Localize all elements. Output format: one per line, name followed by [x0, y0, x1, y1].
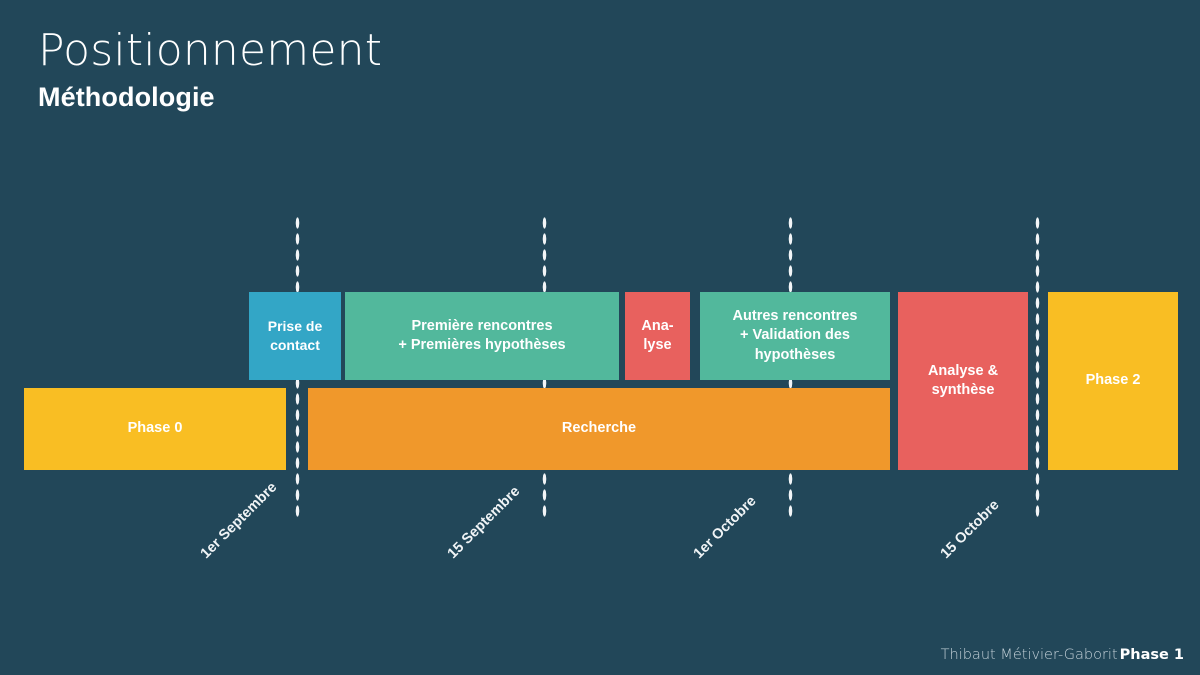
bar-label: Autres rencontres+ Validation des hypoth…: [732, 307, 858, 363]
bar-label: Première rencontres+ Premières hypothèse…: [398, 317, 566, 353]
bar-analyse-synth-se[interactable]: Analyse & synthèse: [898, 292, 1028, 470]
bar-phase-0[interactable]: Phase 0: [24, 388, 286, 470]
bar-label: Prise de contact: [267, 318, 323, 353]
bar-label: Recherche: [561, 420, 637, 437]
footer-phase: Phase 1: [1119, 647, 1184, 663]
page-subtitle: Méthodologie: [38, 82, 215, 113]
bar-label: Phase 0: [127, 420, 183, 437]
bar-prise-de-contact[interactable]: Prise de contact: [249, 292, 341, 380]
bar-label: Phase 2: [1085, 372, 1141, 389]
footer-author: Thibaut Métivier-Gaborit: [940, 647, 1118, 663]
bar-label: Analyse & synthèse: [927, 362, 999, 398]
bar-premi-re-rencontres-premi-res-hypoth[interactable]: Première rencontres+ Premières hypothèse…: [345, 292, 619, 380]
bar-ana-lyse[interactable]: Ana-lyse: [625, 292, 690, 380]
bar-label: Ana-lyse: [641, 317, 674, 353]
bar-recherche[interactable]: Recherche: [308, 388, 890, 470]
bar-phase-2[interactable]: Phase 2: [1048, 292, 1178, 470]
date-label-15-septembre: 15 Septembre: [444, 483, 524, 562]
slide-header: Positionnement Méthodologie: [38, 26, 382, 114]
date-label-1er-septembre: 1er Septembre: [197, 479, 281, 562]
bar-autres-rencontres-validation-des-hyp[interactable]: Autres rencontres+ Validation des hypoth…: [700, 292, 890, 380]
page-title: Positionnement: [38, 25, 383, 76]
date-label-15-octobre: 15 Octobre: [937, 497, 1003, 562]
date-label-1er-octobre: 1er Octobre: [690, 493, 760, 562]
gridline-4: [1035, 215, 1040, 520]
